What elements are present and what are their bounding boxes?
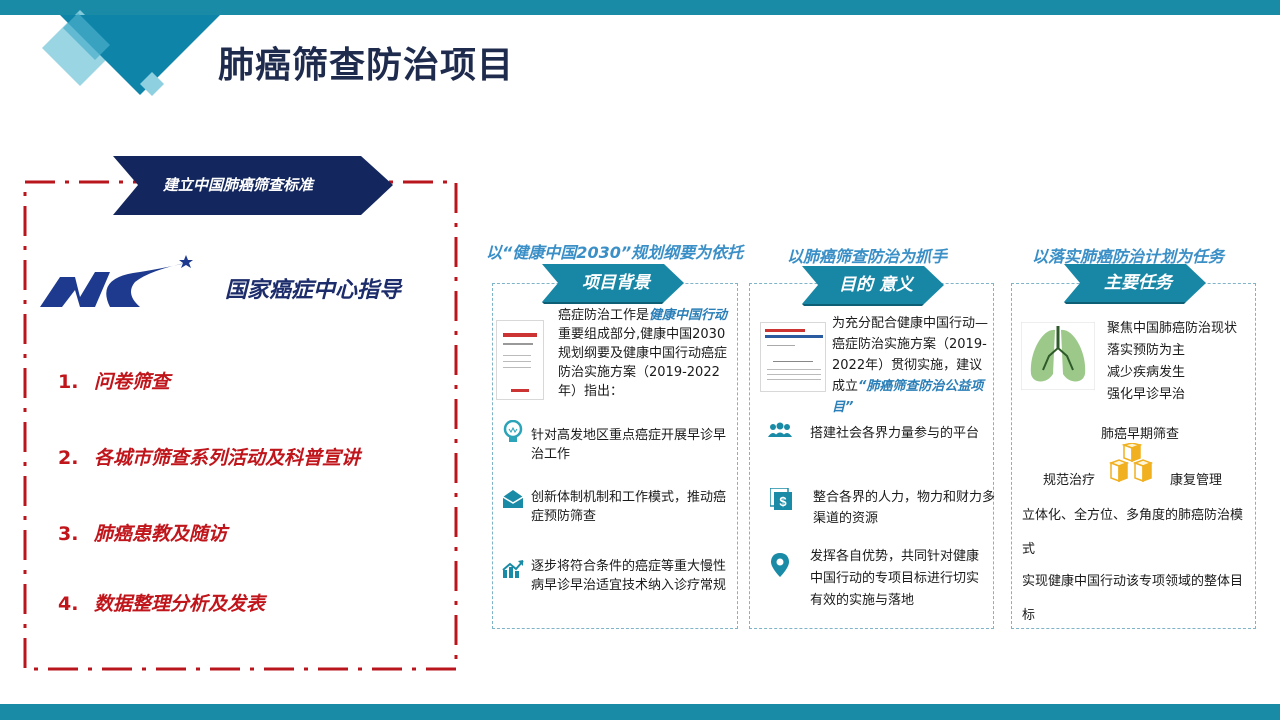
purpose-intro-text: 为充分配合健康中国行动—癌症防治实施方案（2019-2022年）贯彻实施，建议成… xyxy=(832,316,989,415)
guide-label: 国家癌症中心指导 xyxy=(225,278,402,303)
ncc-logo-icon xyxy=(40,255,193,307)
point-text: 逐步将符合条件的癌症等重大慢性病早诊早治适宜技术纳入诊疗常规 xyxy=(531,559,727,593)
document-thumbnail xyxy=(760,322,826,392)
people-icon xyxy=(768,422,792,437)
lightbulb-icon xyxy=(503,420,523,442)
red-dashed-frame xyxy=(23,180,458,671)
cube-label-screening: 肺癌早期筛查 xyxy=(1101,427,1180,442)
banner-arrow-shape xyxy=(113,156,393,215)
envelope-icon xyxy=(503,490,523,508)
point-text: 针对高发地区重点癌症开展早诊早治工作 xyxy=(531,428,727,462)
book-cover-thumbnail xyxy=(496,320,544,400)
growth-chart-icon xyxy=(502,560,524,578)
column-caption-purpose: 以肺癌筛查防治为抓手 xyxy=(787,247,948,266)
tag-chevron-shape xyxy=(1064,264,1206,304)
bottom-accent-bar xyxy=(0,704,1280,720)
location-pin-icon xyxy=(771,553,789,577)
list-item: 4.数据整理分析及发表 xyxy=(58,593,266,615)
task-list: 聚焦中国肺癌防治现状 落实预防为主 减少疾病发生 强化早诊早治 xyxy=(1107,321,1238,402)
banner-standards-label: 建立中国肺癌筛查标准 xyxy=(162,176,313,194)
tag-tasks: 主要任务 xyxy=(1104,273,1172,293)
point-text: 搭建社会各界力量参与的平台 xyxy=(810,426,980,441)
summary-goal-text: 实现健康中国行动该专项领域的整体目标 xyxy=(1022,574,1244,623)
column-caption-tasks: 以落实肺癌防治计划为任务 xyxy=(1032,247,1225,266)
summary-model-text: 立体化、全方位、多角度的肺癌防治模式 xyxy=(1022,508,1244,557)
point-text: 发挥各自优势，共同针对健康中国行动的专项目标进行切实有效的实施与落地 xyxy=(810,549,980,608)
tag-chevron-shape xyxy=(542,264,684,304)
decorative-diamonds-icon xyxy=(42,10,220,96)
column-caption-background: 以“健康中国2030”规划纲要为依托 xyxy=(486,243,744,262)
cubes-icon xyxy=(1108,443,1154,483)
left-standards-panel xyxy=(23,180,458,671)
point-text: 创新体制机制和工作模式，推动癌症预防筛查 xyxy=(531,490,727,524)
list-item: 3.肺癌患教及随访 xyxy=(58,523,228,545)
point-text: 整合各界的人力，物力和财力多渠道的资源 xyxy=(813,490,996,526)
dollar-icon: $ xyxy=(770,488,792,510)
background-intro-text: 癌症防治工作是健康中国行动 重要组成部分,健康中国2030规划纲要及健康中国行动… xyxy=(558,308,728,399)
lungs-icon xyxy=(1021,322,1095,390)
list-item: 1.问卷筛查 xyxy=(58,371,171,393)
tag-project-background: 项目背景 xyxy=(582,273,650,293)
top-accent-bar xyxy=(0,0,1280,15)
tag-chevron-shape xyxy=(802,266,944,306)
tag-purpose: 目的 意义 xyxy=(839,275,913,295)
svg-text:$: $ xyxy=(779,494,787,509)
list-item: 2.各城市筛查系列活动及科普宣讲 xyxy=(58,447,361,469)
page-title: 肺癌筛查防治项目 xyxy=(218,45,515,86)
cube-label-rehab: 康复管理 xyxy=(1170,473,1223,488)
cube-label-treatment: 规范治疗 xyxy=(1043,473,1096,488)
